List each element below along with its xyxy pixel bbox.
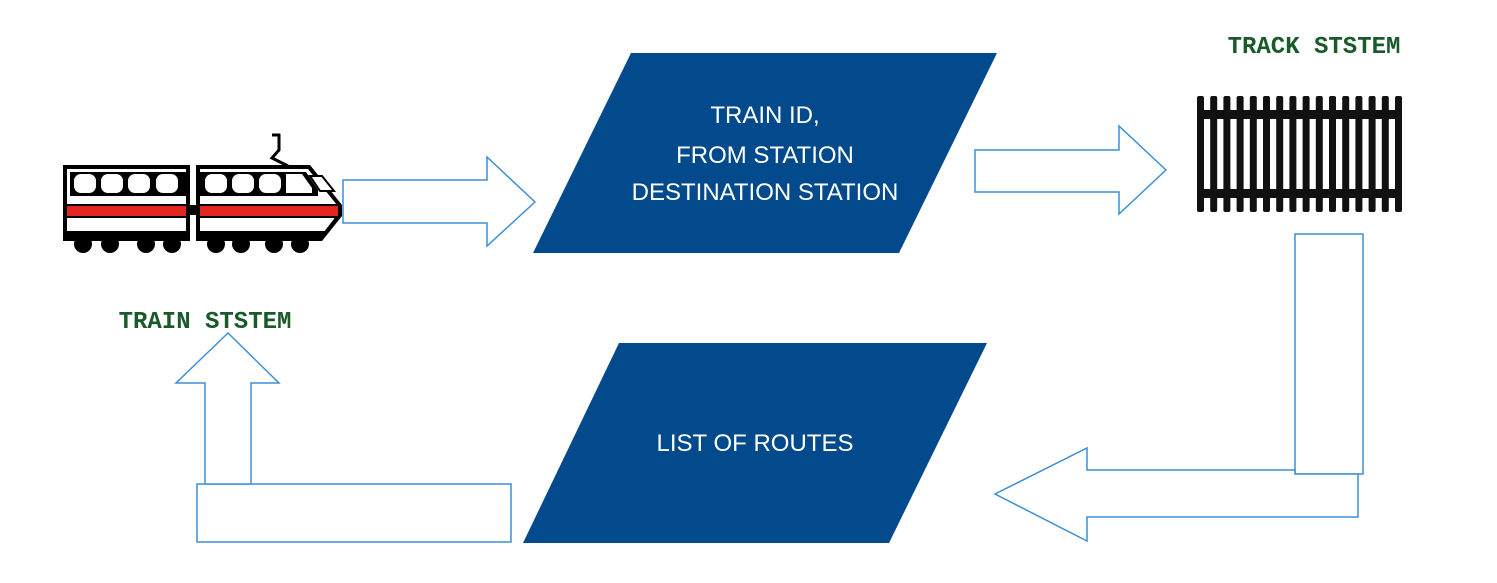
track-tie [1223, 96, 1231, 212]
track-tie [1329, 96, 1336, 212]
track-tie [1395, 96, 1402, 212]
track-tie [1236, 96, 1244, 212]
arrow-input-to-track [974, 124, 1168, 216]
arrow-track-down-bar [1294, 233, 1364, 475]
track-tie [1289, 96, 1297, 212]
track-tie [1302, 96, 1310, 212]
output-parallelogram [523, 343, 987, 543]
arrow-output-left-bar [196, 483, 512, 543]
input-line-2: FROM STATION [676, 142, 854, 169]
track-tie [1263, 96, 1270, 212]
track-tie [1210, 96, 1218, 212]
train-icon [63, 133, 342, 253]
track-tie [1381, 96, 1389, 212]
track-tie [1342, 96, 1350, 212]
track-tie [1276, 96, 1284, 212]
track-tie [1197, 96, 1204, 212]
arrow-train-to-input [342, 155, 537, 248]
arrow-up-to-train [174, 331, 281, 485]
input-line-1: TRAIN ID, [710, 102, 819, 129]
track-tie [1315, 96, 1323, 212]
arrow-to-output [993, 446, 1359, 543]
track-tie [1368, 96, 1376, 212]
output-text: LIST OF ROUTES [657, 430, 854, 457]
track-system-label: TRACK STSTEM [1228, 34, 1401, 61]
input-line-3: DESTINATION STATION [632, 179, 899, 206]
input-parallelogram [533, 53, 997, 253]
track-rail [1197, 189, 1401, 198]
track-tie [1355, 96, 1363, 212]
track-rail [1197, 110, 1401, 119]
track-tie [1249, 96, 1257, 212]
train-system-label: TRAIN STSTEM [119, 309, 292, 336]
railway-track-icon [1197, 96, 1402, 212]
